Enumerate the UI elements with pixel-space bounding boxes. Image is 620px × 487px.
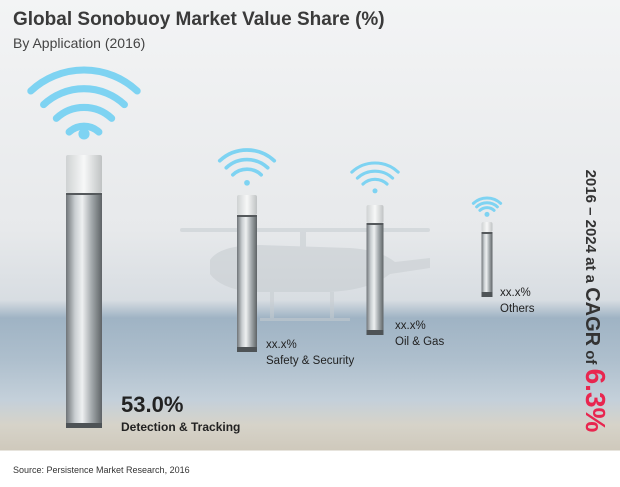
buoy-seam	[481, 232, 493, 234]
wifi-signal-arc	[217, 148, 277, 163]
buoy-body	[237, 215, 257, 352]
buoy-base	[481, 292, 493, 297]
source-note: Source: Persistence Market Research, 201…	[13, 465, 190, 475]
buoy-seam	[66, 193, 102, 195]
wifi-signal-arc	[361, 177, 389, 186]
wifi-signal-arc	[350, 161, 400, 174]
category-label: Safety & Security	[266, 355, 355, 367]
value-label: xx.x%	[266, 339, 297, 351]
wifi-signal-dot	[244, 179, 250, 186]
sonobuoy-3	[350, 161, 400, 335]
buoy-body	[366, 223, 384, 335]
data-label-others: xx.x% Others	[500, 285, 535, 317]
chart-title: Global Sonobuoy Market Value Share (%)	[13, 9, 385, 30]
wifi-signal-arc	[471, 196, 503, 205]
buoy-base	[66, 423, 102, 428]
buoy-body	[481, 232, 493, 297]
category-label: Others	[500, 303, 535, 315]
buoy-cap	[366, 205, 384, 223]
sonobuoy-1	[27, 66, 141, 428]
sonobuoy-2	[217, 148, 277, 352]
value-label: xx.x%	[395, 320, 426, 332]
wifi-signal-arc	[355, 169, 395, 180]
cagr-metric: CAGR	[581, 287, 603, 347]
chart-subtitle: By Application (2016)	[13, 35, 146, 51]
buoy-base	[366, 330, 384, 335]
wifi-signal-arc	[478, 206, 496, 212]
wifi-signal-arc	[52, 103, 116, 122]
data-label-detection: 53.0% Detection & Tracking	[121, 392, 241, 435]
wifi-signal-arc	[475, 201, 499, 209]
wifi-signal-dot	[484, 211, 490, 217]
buoy-cap	[66, 155, 102, 193]
data-label-oil-gas: xx.x% Oil & Gas	[395, 318, 444, 350]
cagr-prefix: 2016 – 2024 at a	[582, 169, 599, 284]
category-label: Detection & Tracking	[121, 420, 241, 434]
category-label: Oil & Gas	[395, 336, 445, 348]
buoy-body	[66, 193, 102, 428]
value-label: xx.x%	[500, 287, 531, 299]
sonobuoy-4	[471, 196, 503, 297]
wifi-signal-dot	[78, 128, 90, 140]
wifi-signal-dot	[372, 188, 378, 194]
wifi-signal-arc	[231, 167, 263, 177]
cagr-of: of	[582, 350, 599, 365]
buoy-seam	[366, 223, 384, 225]
buoy-cap	[237, 195, 257, 215]
cagr-callout: 2016 – 2024 at a CAGR of 6.3%	[579, 170, 611, 433]
buoy-base	[237, 347, 257, 352]
wifi-signal-arc	[40, 85, 128, 109]
wifi-signal-arc	[224, 157, 270, 170]
wifi-signal-arc	[27, 66, 141, 95]
data-label-safety: xx.x% Safety & Security	[266, 337, 354, 369]
buoy-seam	[237, 215, 257, 217]
buoy-cap	[481, 222, 493, 232]
value-label: 53.0%	[121, 392, 184, 417]
wifi-signal-arc	[65, 122, 103, 136]
cagr-value: 6.3%	[580, 368, 611, 433]
